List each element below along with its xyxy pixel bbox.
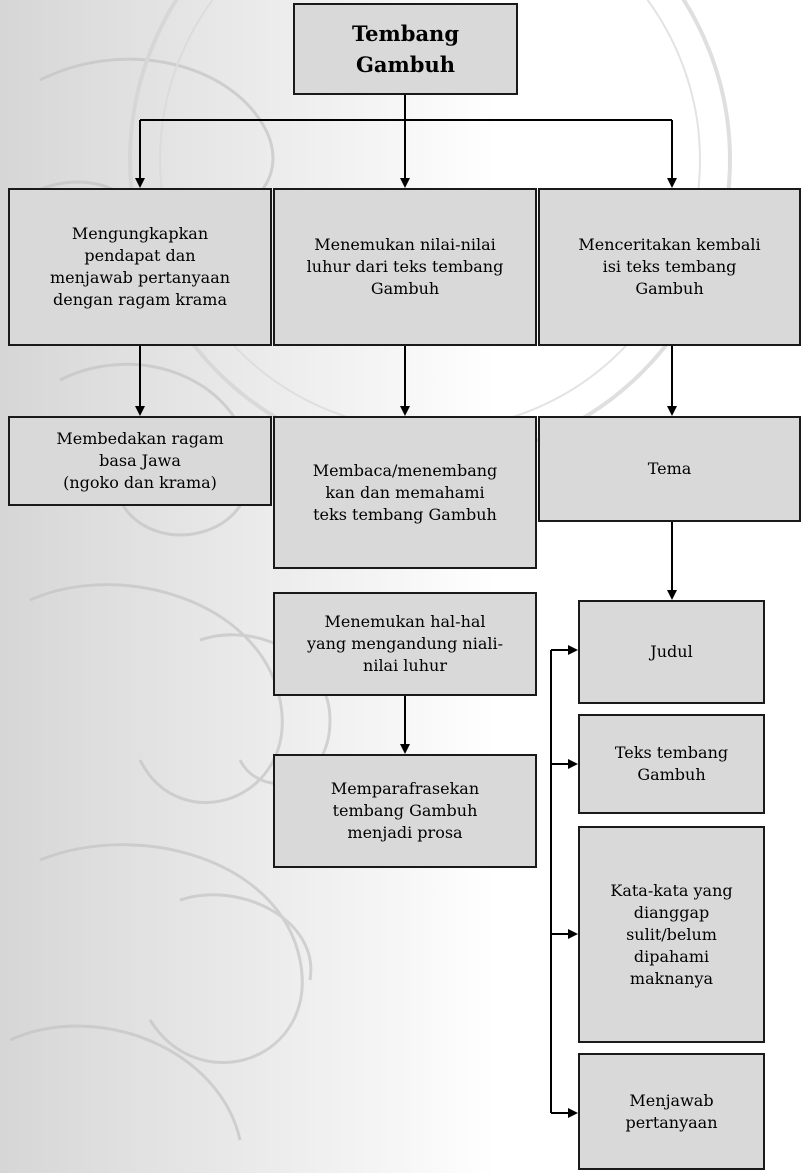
root-node: Tembang Gambuh	[293, 3, 518, 95]
node-teks-tembang: Teks tembang Gambuh	[578, 714, 765, 814]
node-menjawab: Menjawab pertanyaan	[578, 1053, 765, 1170]
node-menemukan-hal: Menemukan hal-hal yang mengandung niali-…	[273, 592, 537, 696]
node-judul: Judul	[578, 600, 765, 704]
node-mengungkapkan: Mengungkapkan pendapat dan menjawab pert…	[8, 188, 272, 346]
node-memparafrasekan: Memparafrasekan tembang Gambuh menjadi p…	[273, 754, 537, 868]
node-kata-kata: Kata-kata yang dianggap sulit/belum dipa…	[578, 826, 765, 1043]
node-tema: Tema	[538, 416, 801, 522]
node-membaca: Membaca/menembang kan dan memahami teks …	[273, 416, 537, 569]
node-membedakan: Membedakan ragam basa Jawa (ngoko dan kr…	[8, 416, 272, 506]
node-menemukan-nilai: Menemukan nilai-nilai luhur dari teks te…	[273, 188, 537, 346]
node-menceritakan: Menceritakan kembali isi teks tembang Ga…	[538, 188, 801, 346]
